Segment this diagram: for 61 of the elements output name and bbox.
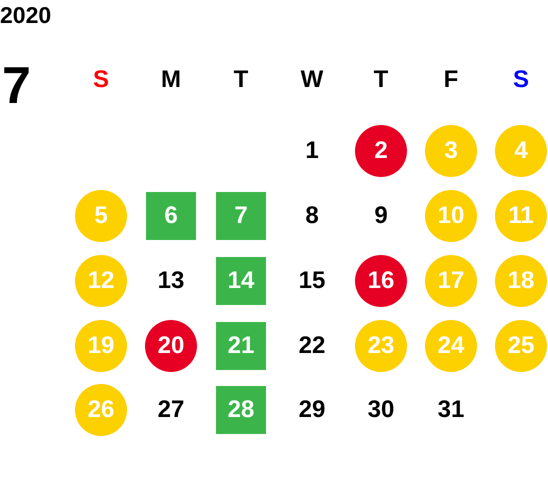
date-circle: [495, 125, 547, 177]
date-number: 16: [368, 267, 394, 295]
date-number: 6: [164, 202, 178, 230]
weekday-label: S: [512, 66, 529, 94]
date-number: 4: [514, 137, 528, 165]
date-square: [216, 386, 266, 434]
date-circle: [495, 255, 547, 307]
date-number: 12: [88, 267, 114, 295]
date-square: [146, 192, 196, 240]
month-number: 7: [2, 60, 31, 112]
date-number: 26: [88, 396, 114, 424]
date-circle: [425, 190, 477, 242]
date-number: 17: [438, 267, 464, 295]
date-circle: [145, 320, 197, 372]
date-number: 27: [158, 396, 184, 424]
date-number: 1: [305, 137, 319, 165]
date-number: 14: [228, 267, 254, 295]
date-circle: [495, 190, 547, 242]
weekday-label: S: [92, 66, 109, 94]
date-number: 22: [298, 332, 326, 360]
date-number: 8: [305, 202, 319, 230]
date-number: 3: [444, 137, 458, 165]
date-number: 18: [508, 267, 534, 295]
weekday-label: M: [161, 66, 181, 94]
date-number: 21: [228, 332, 254, 360]
date-number: 10: [438, 202, 464, 230]
date-circle: [495, 320, 547, 372]
date-number: 11: [508, 202, 534, 230]
date-number: 2: [374, 137, 388, 165]
weekday-label: T: [234, 66, 248, 94]
date-number: 25: [508, 332, 534, 360]
date-number: 29: [298, 396, 326, 424]
date-number: 5: [94, 202, 108, 230]
date-number: 15: [298, 267, 326, 295]
date-number: 9: [374, 202, 388, 230]
date-circle: [355, 125, 407, 177]
date-circle: [355, 320, 407, 372]
date-square: [216, 322, 266, 370]
date-circle: [75, 320, 127, 372]
weekday-label: F: [444, 66, 458, 94]
year-heading: 2020: [0, 2, 52, 29]
date-circle: [425, 125, 477, 177]
weekday-label: T: [374, 66, 388, 94]
date-number: 30: [368, 396, 394, 424]
date-circle: [355, 255, 407, 307]
date-number: 19: [88, 332, 114, 360]
date-circle: [75, 190, 127, 242]
date-square: [216, 257, 266, 305]
date-number: 23: [368, 332, 394, 360]
date-circle: [425, 320, 477, 372]
date-number: 28: [228, 396, 254, 424]
date-square: [216, 192, 266, 240]
date-number: 13: [158, 267, 184, 295]
date-circle: [75, 255, 127, 307]
date-number: 24: [438, 332, 464, 360]
date-number: 20: [158, 332, 184, 360]
date-circle: [75, 384, 127, 436]
date-circle: [425, 255, 477, 307]
weekday-label: W: [300, 66, 324, 94]
date-number: 7: [234, 202, 248, 230]
date-number: 31: [438, 396, 464, 424]
